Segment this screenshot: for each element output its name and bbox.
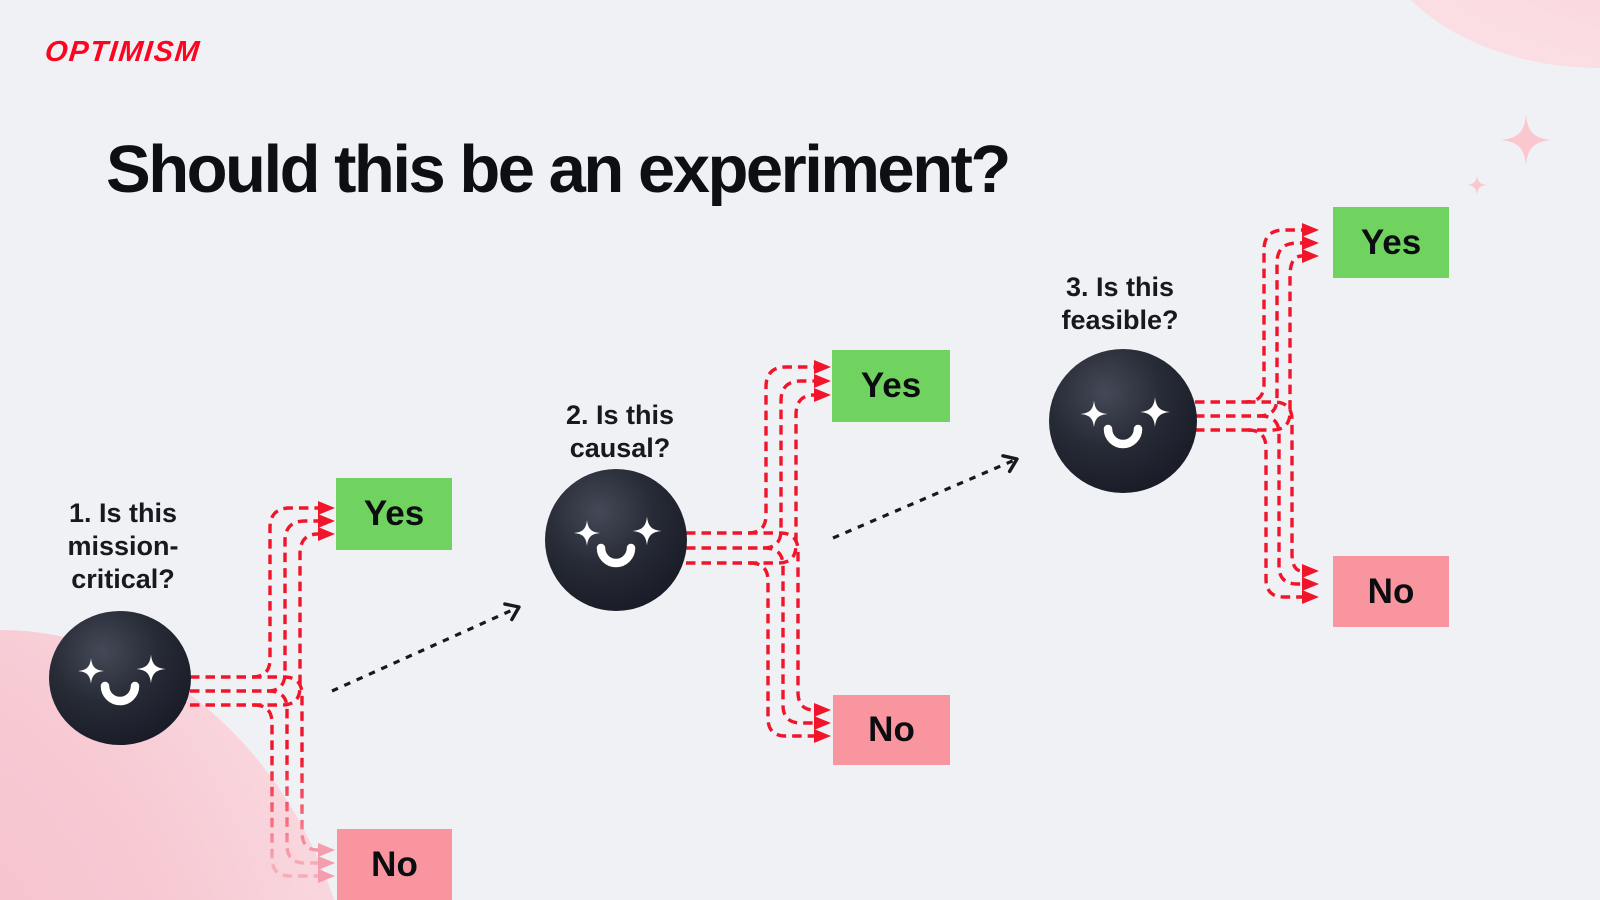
- node-2-ball: [545, 469, 687, 611]
- no-arrow-line: [749, 561, 814, 738]
- arrowhead-icon: [814, 374, 831, 388]
- node-1-ball: [49, 611, 191, 745]
- yes-arrow-line: [1195, 228, 1302, 404]
- node-1-question: 1. Is this mission- critical?: [13, 497, 233, 596]
- node-2-branches: [686, 360, 831, 743]
- arrowhead-icon: [814, 388, 831, 402]
- optimism-logo: OPTIMISM: [43, 36, 203, 68]
- smile-icon: [596, 543, 636, 568]
- arrowhead-icon: [1302, 249, 1319, 263]
- no-arrow-line: [267, 689, 318, 865]
- node-1-no-box: No: [337, 829, 452, 900]
- node-2-question: 2. Is this causal?: [510, 399, 730, 465]
- arrowhead-icon: [318, 514, 335, 528]
- arrowhead-icon: [814, 716, 831, 730]
- yes-arrow-line: [190, 532, 319, 707]
- no-arrow-line: [253, 703, 318, 878]
- arrowhead-icon: [814, 703, 831, 717]
- smile-icon: [100, 681, 140, 706]
- node-1-yes-box: Yes: [336, 478, 452, 550]
- question-line: 3. Is this: [1065, 272, 1175, 302]
- question-line: 1. Is this: [68, 498, 178, 528]
- node-2-yes-box: Yes: [832, 350, 950, 422]
- node-3-no-box: No: [1333, 556, 1449, 627]
- question-line: critical?: [71, 564, 175, 594]
- arrowhead-icon: [318, 527, 335, 541]
- arrowhead-icon: [318, 501, 335, 515]
- node-2-no-box: No: [833, 695, 950, 765]
- yes-arrow-line: [686, 393, 815, 565]
- arrowhead-icon: [318, 856, 335, 870]
- arrowhead-icon: [1302, 564, 1319, 578]
- arrowhead-icon: [814, 729, 831, 743]
- smile-icon: [1103, 424, 1143, 449]
- arrow-node2-to-node3: [832, 454, 1019, 540]
- question-line: mission-: [67, 531, 179, 561]
- node-3-ball: [1049, 349, 1197, 493]
- no-arrow-line: [1247, 428, 1302, 599]
- no-arrow-line: [763, 546, 814, 725]
- pink-sparkle-icon: [1501, 115, 1551, 165]
- no-arrow-line: [1259, 414, 1302, 586]
- arrowhead-icon: [1302, 590, 1319, 604]
- no-arrow-line: [1246, 400, 1303, 573]
- no-arrow-line: [748, 531, 815, 712]
- node-3-branches: [1195, 223, 1319, 604]
- arrowhead-icon: [318, 843, 335, 857]
- node-3-question: 3. Is this feasible?: [1010, 271, 1230, 337]
- arrowhead-icon: [814, 360, 831, 374]
- arrow-node1-to-node2: [331, 602, 521, 693]
- node-3-yes-box: Yes: [1333, 207, 1449, 278]
- question-line: feasible?: [1061, 305, 1179, 335]
- arrowhead-icon: [1302, 236, 1319, 250]
- node-1-branches: [190, 501, 335, 883]
- no-arrow-line: [252, 675, 319, 852]
- arrowhead-icon: [1302, 577, 1319, 591]
- question-line: 2. Is this: [565, 400, 675, 430]
- arrowhead-icon: [318, 869, 335, 883]
- corner-blob-top-right: [1411, 0, 1600, 68]
- pink-sparkle-small-icon: [1467, 175, 1487, 195]
- arrowhead-icon: [1302, 223, 1319, 237]
- page-title: Should this be an experiment?: [106, 132, 1011, 207]
- yes-arrow-line: [1195, 254, 1303, 432]
- question-line: causal?: [569, 433, 671, 463]
